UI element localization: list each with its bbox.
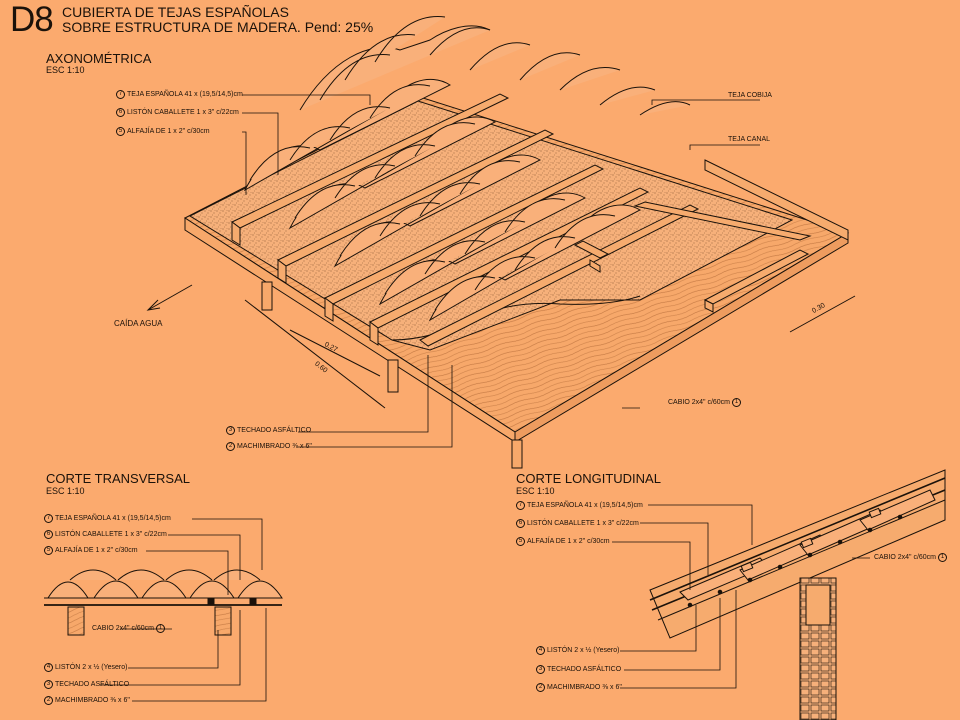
callout-number: 5 [116,127,125,136]
callout-number: 1 [938,553,948,562]
transversal-section [44,569,283,636]
lo-label-techado: 3 TECHADO ASFÁLTICO [536,665,621,674]
axo-label-alfajia: 5 ALFAJÍA DE 1 x 2" c/30cm [116,127,210,136]
callout-text: MACHIMBRADO ⅜ x 6" [547,683,622,691]
sheet-code: D8 [10,0,54,39]
tr-label-techado: 3 TECHADO ASFÁLTICO [44,680,129,689]
lo-label-liston2: 4 LISTÓN 2 x ½ (Yesero) [536,646,620,655]
callout-text: TEJA ESPAÑOLA 41 x (19,5/14,5)cm [527,501,643,509]
callout-text: ALFAJÍA DE 1 x 2" c/30cm [127,127,210,135]
callout-text: TECHADO ASFÁLTICO [237,426,312,434]
tr-label-liston2: 4 LISTÓN 2 x ½ (Yesero) [44,663,128,672]
axo-label-liston: 6 LISTÓN CABALLETE 1 x 3" c/22cm [116,108,239,117]
axo-scale: ESC 1:10 [46,65,85,75]
tr-label-liston: 6 LISTÓN CABALLETE 1 x 3" c/22cm [44,530,167,539]
callout-number: 3 [536,665,545,674]
axo-title: AXONOMÉTRICA [46,51,152,66]
flow-arrow-line [147,284,193,311]
axo-label-techado: 3 TECHADO ASFÁLTICO [226,426,311,435]
callout-text: LISTÓN CABALLETE 1 x 3" c/22cm [527,519,639,527]
callout-number: 2 [44,696,53,705]
callout-number: 1 [156,624,166,633]
callout-number: 6 [516,519,525,528]
deck-right [514,232,849,443]
callout-text: TEJA ESPAÑOLA 41 x (19,5/14,5)cm [127,90,243,98]
callout-number: 5 [516,537,525,546]
callout-text: MACHIMBRADO ⅜ x 6" [237,442,312,450]
callout-text: LISTÓN 2 x ½ (Yesero) [547,646,620,654]
callout-number: 7 [516,501,525,510]
callout-text: TECHADO ASFÁLTICO [55,680,130,688]
callout-text: LISTÓN 2 x ½ (Yesero) [55,663,128,671]
longitudinal-title: CORTE LONGITUDINAL [516,471,661,486]
transversal-leaders [100,518,267,702]
callout-text: LISTÓN CABALLETE 1 x 3" c/22cm [127,108,239,116]
callout-number: 6 [116,108,125,117]
transversal-title: CORTE TRANSVERSAL [46,471,191,486]
callout-number: 4 [44,663,53,672]
callout-text: ALFAJÍA DE 1 x 2" c/30cm [55,546,138,554]
dim-line-3 [789,295,856,333]
callout-number: 3 [44,680,53,689]
axo-label-machimbrado: 2 MACHIMBRADO ⅜ x 6" [226,442,312,451]
axo-label-teja-cobija: TEJA COBIJA [728,92,772,99]
callout-text: LISTÓN CABALLETE 1 x 3" c/22cm [55,530,167,538]
axo-leaders [242,94,760,448]
axo-label-caida-agua: CAÍDA AGUA [114,319,163,328]
callout-number: 6 [44,530,53,539]
longitudinal-section [649,469,946,720]
sheet-title-line-2: SOBRE ESTRUCTURA DE MADERA. Pend: 25% [62,19,374,35]
callout-text: TECHADO ASFÁLTICO [547,665,622,673]
flow-arrow-head [146,299,161,311]
tr-label-teja: 7 TEJA ESPAÑOLA 41 x (19,5/14,5)cm [44,514,171,523]
dim-line-1 [289,329,381,377]
lo-label-cabio: 1 CABIO 2x4" c/60cm [874,553,948,562]
longitudinal-scale: ESC 1:10 [516,486,555,496]
rafter-post-3 [511,439,523,469]
tile-rows [243,16,691,322]
rafter-post-1 [261,281,273,311]
callout-number: 7 [44,514,53,523]
callout-text: MACHIMBRADO ⅜ x 6" [55,696,130,704]
battens [231,93,812,347]
right-batten [704,159,849,241]
lo-label-machimbrado: 2 MACHIMBRADO ⅜ x 6" [536,683,622,692]
longitudinal-leaders [612,504,870,689]
lo-label-liston: 6 LISTÓN CABALLETE 1 x 3" c/22cm [516,519,639,528]
transversal-scale: ESC 1:10 [46,486,85,496]
rafter-post-2 [387,359,399,393]
tr-label-alfajia: 5 ALFAJÍA DE 1 x 2" c/30cm [44,546,138,555]
callout-number: 5 [44,546,53,555]
axonometric-drawing [146,16,856,469]
callout-number: 2 [536,683,545,692]
axo-label-teja: 7 TEJA ESPAÑOLA 41 x (19,5/14,5)cm [116,90,243,99]
callout-number: 1 [732,398,742,407]
axo-label-teja-canal: TEJA CANAL [728,136,771,143]
tr-label-cabio: 1 CABIO 2x4" c/60cm [92,624,166,633]
callout-text: CABIO 2x4" c/60cm [668,398,731,406]
callout-number: 4 [536,646,545,655]
lo-label-alfajia: 5 ALFAJÍA DE 1 x 2" c/30cm [516,537,610,546]
axo-label-cabio: 1 CABIO 2x4" c/60cm [668,398,742,407]
sheet-title-line-1: CUBIERTA DE TEJAS ESPAÑOLAS [62,4,289,20]
callout-text: TEJA ESPAÑOLA 41 x (19,5/14,5)cm [55,514,171,522]
callout-text: CABIO 2x4" c/60cm [874,553,937,561]
callout-text: CABIO 2x4" c/60cm [92,624,155,632]
callout-number: 3 [226,426,235,435]
dim-line-2 [244,299,386,409]
callout-text: ALFAJÍA DE 1 x 2" c/30cm [527,537,610,545]
callout-number: 2 [226,442,235,451]
callout-number: 7 [116,90,125,99]
lo-label-teja: 7 TEJA ESPAÑOLA 41 x (19,5/14,5)cm [516,501,643,510]
tr-label-machimbrado: 2 MACHIMBRADO ⅜ x 6" [44,696,130,705]
